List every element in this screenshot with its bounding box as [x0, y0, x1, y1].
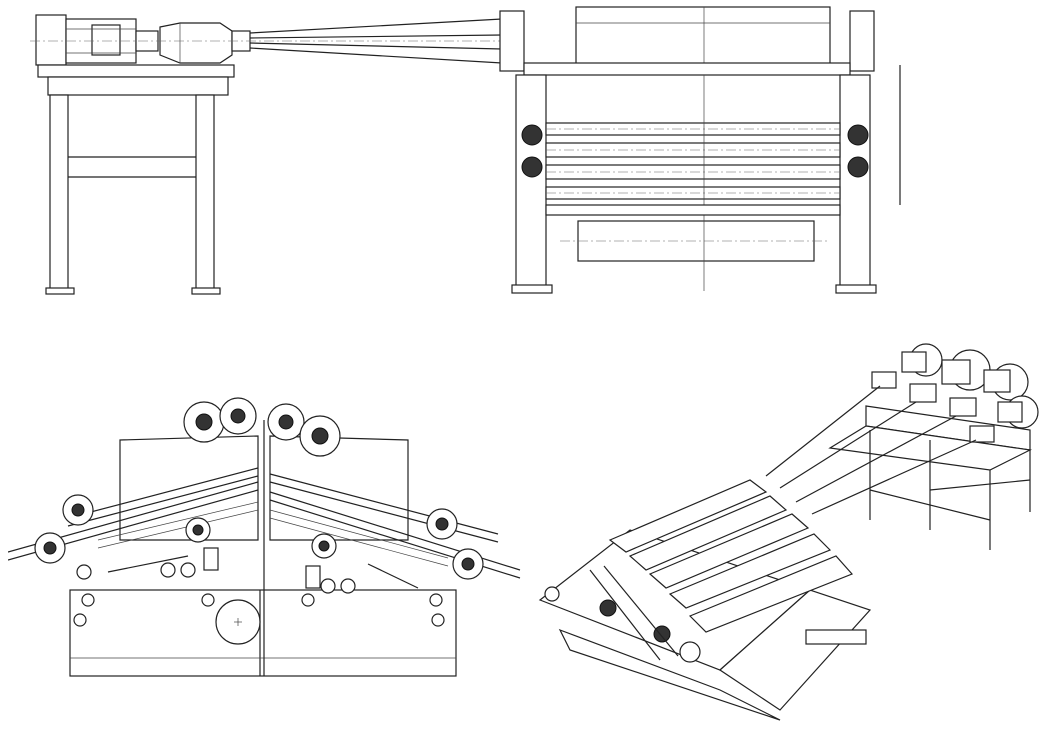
- side-elevation-view: [8, 340, 528, 690]
- iso-motors: [871, 343, 1039, 443]
- right-inclined-rollers: [269, 473, 521, 580]
- iso-rollers: [608, 479, 854, 633]
- stand-feet: [511, 65, 901, 294]
- drive-motor: [35, 14, 159, 66]
- side-elevation-drawing: [8, 397, 521, 677]
- iso-motor-stand: [828, 405, 1032, 550]
- motor-base-frame: [37, 64, 235, 295]
- adjustment-screws: [76, 547, 419, 594]
- roller-stand: [499, 6, 875, 292]
- side-base-cabinet: [69, 589, 457, 677]
- iso-drive-shafts: [765, 385, 977, 515]
- upper-housing: [119, 420, 409, 676]
- top-rollers: [183, 397, 341, 457]
- front-elevation-drawing: [30, 6, 901, 295]
- isometric-drawing: [538, 343, 1039, 721]
- gearbox: [159, 22, 251, 64]
- iso-roller-machine: [538, 479, 872, 721]
- front-elevation-view: [20, 5, 920, 305]
- isometric-view: [530, 330, 1050, 730]
- drive-shafts: [30, 18, 503, 64]
- rollers: [545, 75, 841, 291]
- left-inclined-rollers: [8, 467, 259, 564]
